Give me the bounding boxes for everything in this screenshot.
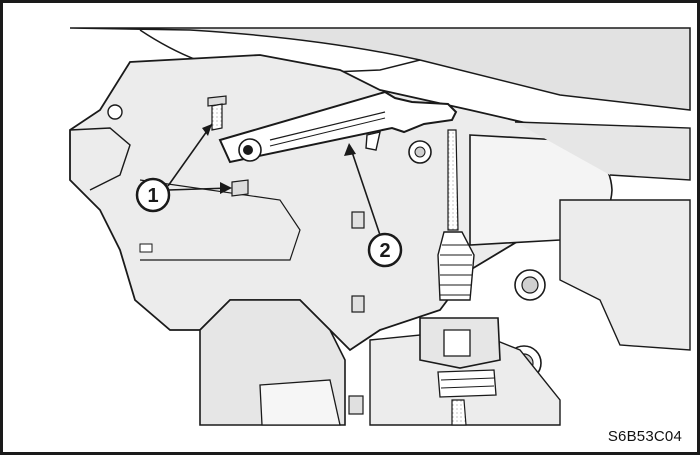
callout-1-leaders [167, 123, 232, 194]
chassis-panel [69, 27, 691, 111]
upper-right-bracket [514, 121, 691, 181]
stud-left [351, 211, 365, 229]
lever-nut [231, 179, 249, 197]
callout-2-label: 2 [379, 240, 390, 262]
stud-lower [351, 295, 365, 313]
stud-bottom [348, 395, 364, 415]
callout-1: 1 [135, 177, 171, 213]
housing-boss [107, 104, 123, 120]
bolt-mount-1 [514, 269, 546, 301]
housing-flange [69, 127, 131, 191]
clutch-release-lever [218, 90, 458, 164]
lever-bolt [207, 95, 227, 131]
lower-bracket-face [259, 379, 341, 426]
clutch-cable [419, 129, 501, 426]
housing-tab [139, 243, 153, 253]
callout-2-leader [344, 143, 381, 236]
bolt-upper-right [408, 140, 432, 164]
callout-1-label: 1 [147, 185, 158, 207]
figure-code: S6B53C04 [607, 428, 682, 445]
callout-2: 2 [367, 232, 403, 268]
right-mount [559, 199, 691, 351]
